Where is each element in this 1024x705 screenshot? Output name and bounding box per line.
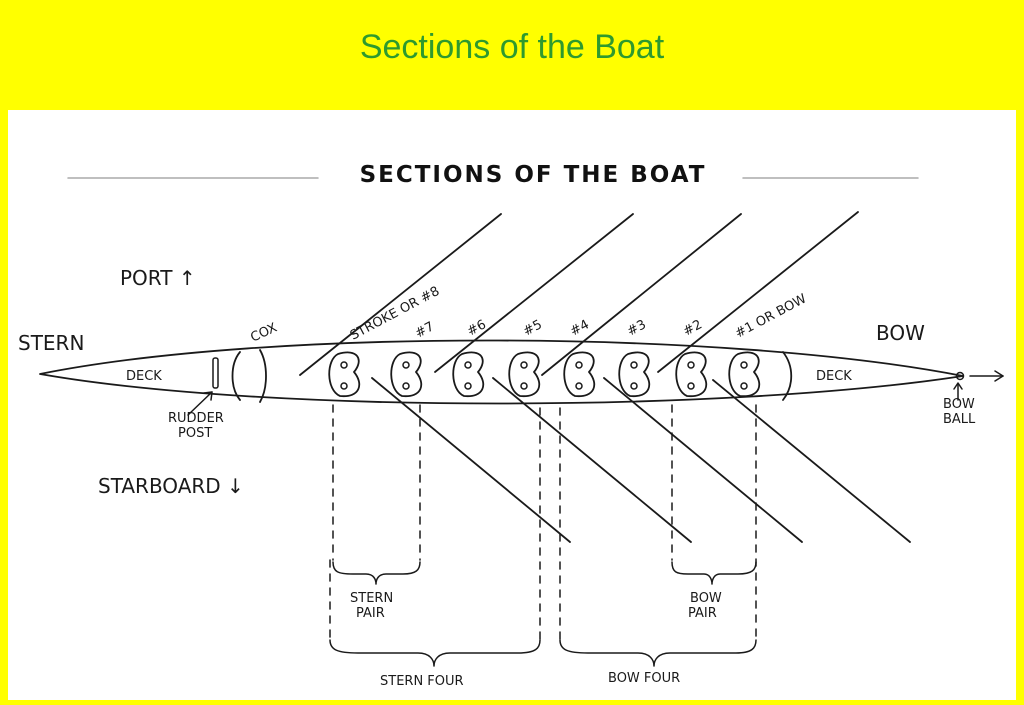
rudder-post-label-2: POST (178, 426, 212, 441)
bow-ball-label-2: BALL (943, 412, 976, 427)
rudder-post-arrow (187, 391, 213, 416)
seat-label-2: #2 (681, 317, 705, 339)
rudder-post-arrowhead (203, 391, 213, 401)
deck-bow-label: DECK (816, 369, 852, 384)
seat-5 (508, 351, 541, 397)
bow-forward-arrowhead (994, 370, 1004, 382)
stern-four-label: STERN FOUR (380, 674, 464, 689)
seat-7 (390, 351, 423, 397)
cox-bulkhead-right (259, 349, 267, 403)
oar-3-starboard (603, 377, 803, 543)
bow-ball-icon (955, 371, 965, 381)
cox-label: COX (248, 320, 279, 345)
seat-1 (728, 351, 761, 397)
seat-label-3: #3 (625, 317, 649, 339)
diagram-heading: SECTIONS OF THE BOAT (360, 162, 707, 188)
bow-four-label: BOW FOUR (608, 671, 680, 686)
oar-stroke-port (299, 213, 502, 376)
bow-pair-label-2: PAIR (688, 606, 717, 621)
oar-6-port (434, 213, 634, 373)
bow-ball-arrowhead (953, 382, 963, 390)
stern-label: STERN (18, 331, 84, 355)
seat-label-7: #7 (413, 319, 437, 341)
rudder-post-icon (212, 357, 219, 389)
bow-label: BOW (876, 321, 925, 345)
stern-pair-label-1: STERN (350, 591, 393, 606)
seat-8 (328, 351, 361, 397)
deck-stern-label: DECK (126, 369, 162, 384)
oar-2-port (657, 211, 859, 373)
boat-diagram: SECTIONS OF THE BOAT PORT ↑ STARBOARD ↓ … (8, 110, 1016, 700)
oar-7-starboard (371, 377, 571, 543)
boat-diagram-svg: SECTIONS OF THE BOAT PORT ↑ STARBOARD ↓ … (18, 162, 1004, 689)
stern-pair-label-2: PAIR (356, 606, 385, 621)
seat-label-1: #1 OR BOW (733, 291, 809, 341)
cox-bulkhead-left (231, 351, 241, 401)
port-label: PORT ↑ (120, 266, 196, 290)
oar-5-starboard (492, 377, 692, 543)
oar-4-port (541, 213, 742, 376)
bow-pair-brace (671, 561, 757, 585)
bow-deck-bulkhead (782, 351, 793, 401)
seat-2 (675, 351, 708, 397)
starboard-label: STARBOARD ↓ (98, 474, 244, 498)
seat-label-4: #4 (568, 317, 592, 339)
seat-label-6: #6 (465, 317, 489, 339)
bow-ball-label-1: BOW (943, 397, 975, 412)
bow-four-brace (559, 639, 757, 667)
rudder-post-label-1: RUDDER (168, 411, 224, 426)
seat-4 (563, 351, 596, 397)
stern-pair-brace (332, 561, 421, 585)
oar-1-starboard (712, 379, 911, 543)
seat-3 (618, 351, 651, 397)
seat-label-5: #5 (521, 317, 545, 339)
slide-title: Sections of the Boat (359, 28, 665, 66)
bow-pair-label-1: BOW (690, 591, 722, 606)
seat-6 (452, 351, 485, 397)
stern-four-brace (329, 639, 541, 667)
